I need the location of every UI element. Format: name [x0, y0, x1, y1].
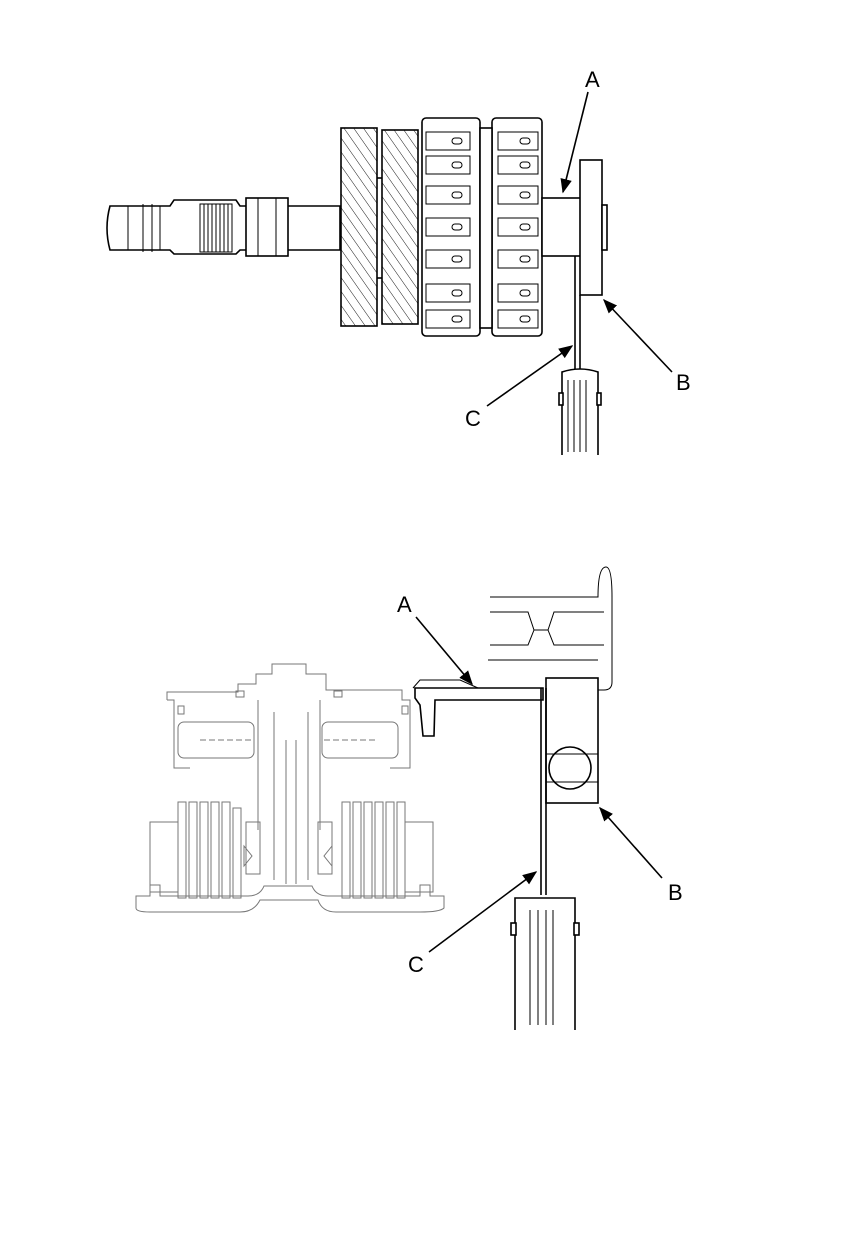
drum-slot-hole [451, 255, 463, 263]
bottom-callout-a: A [397, 592, 473, 686]
drum-slot [425, 283, 471, 303]
drum-slot [497, 155, 539, 175]
bottom-callout-c-label: C [408, 952, 424, 977]
drum-slot-hole [451, 161, 463, 169]
top-callout-c-label: C [465, 406, 481, 431]
bottom-callout-c: C [408, 871, 538, 977]
bottom-callout-a-label: A [397, 592, 412, 617]
drum-slot-hole [519, 191, 531, 199]
drum-slot [497, 309, 539, 329]
drum-slot-hole [451, 137, 463, 145]
drum-slot [425, 217, 471, 237]
drum-slot [425, 309, 471, 329]
top-view-shaft-assembly [106, 117, 608, 455]
drum-slot-hole [519, 315, 531, 323]
drum-slot [497, 185, 539, 205]
drum-slot-hole [451, 191, 463, 199]
drum-slot [497, 249, 539, 269]
bottom-view-clutch-section [135, 566, 613, 1030]
bottom-callout-b-label: B [668, 880, 683, 905]
top-callout-c: C [465, 345, 574, 431]
drum-slot [425, 249, 471, 269]
drum-slot [497, 131, 539, 151]
drum-slot [425, 155, 471, 175]
drum-slot-hole [451, 315, 463, 323]
drum-slot [497, 217, 539, 237]
drum-slot-hole [519, 137, 531, 145]
drum-slot-hole [519, 255, 531, 263]
top-callout-b: B [603, 298, 691, 395]
drum-slot [425, 185, 471, 205]
drum-slot-hole [519, 161, 531, 169]
drum-slot [425, 131, 471, 151]
top-callout-a: A [560, 67, 600, 194]
drum-slot [497, 283, 539, 303]
bottom-callout-b: B [599, 806, 683, 905]
drum-slot-hole [519, 223, 531, 231]
top-callout-a-label: A [585, 67, 600, 92]
drum-slot-hole [451, 223, 463, 231]
drum-slot-hole [451, 289, 463, 297]
drum-slot-hole [519, 289, 531, 297]
top-callout-b-label: B [676, 370, 691, 395]
